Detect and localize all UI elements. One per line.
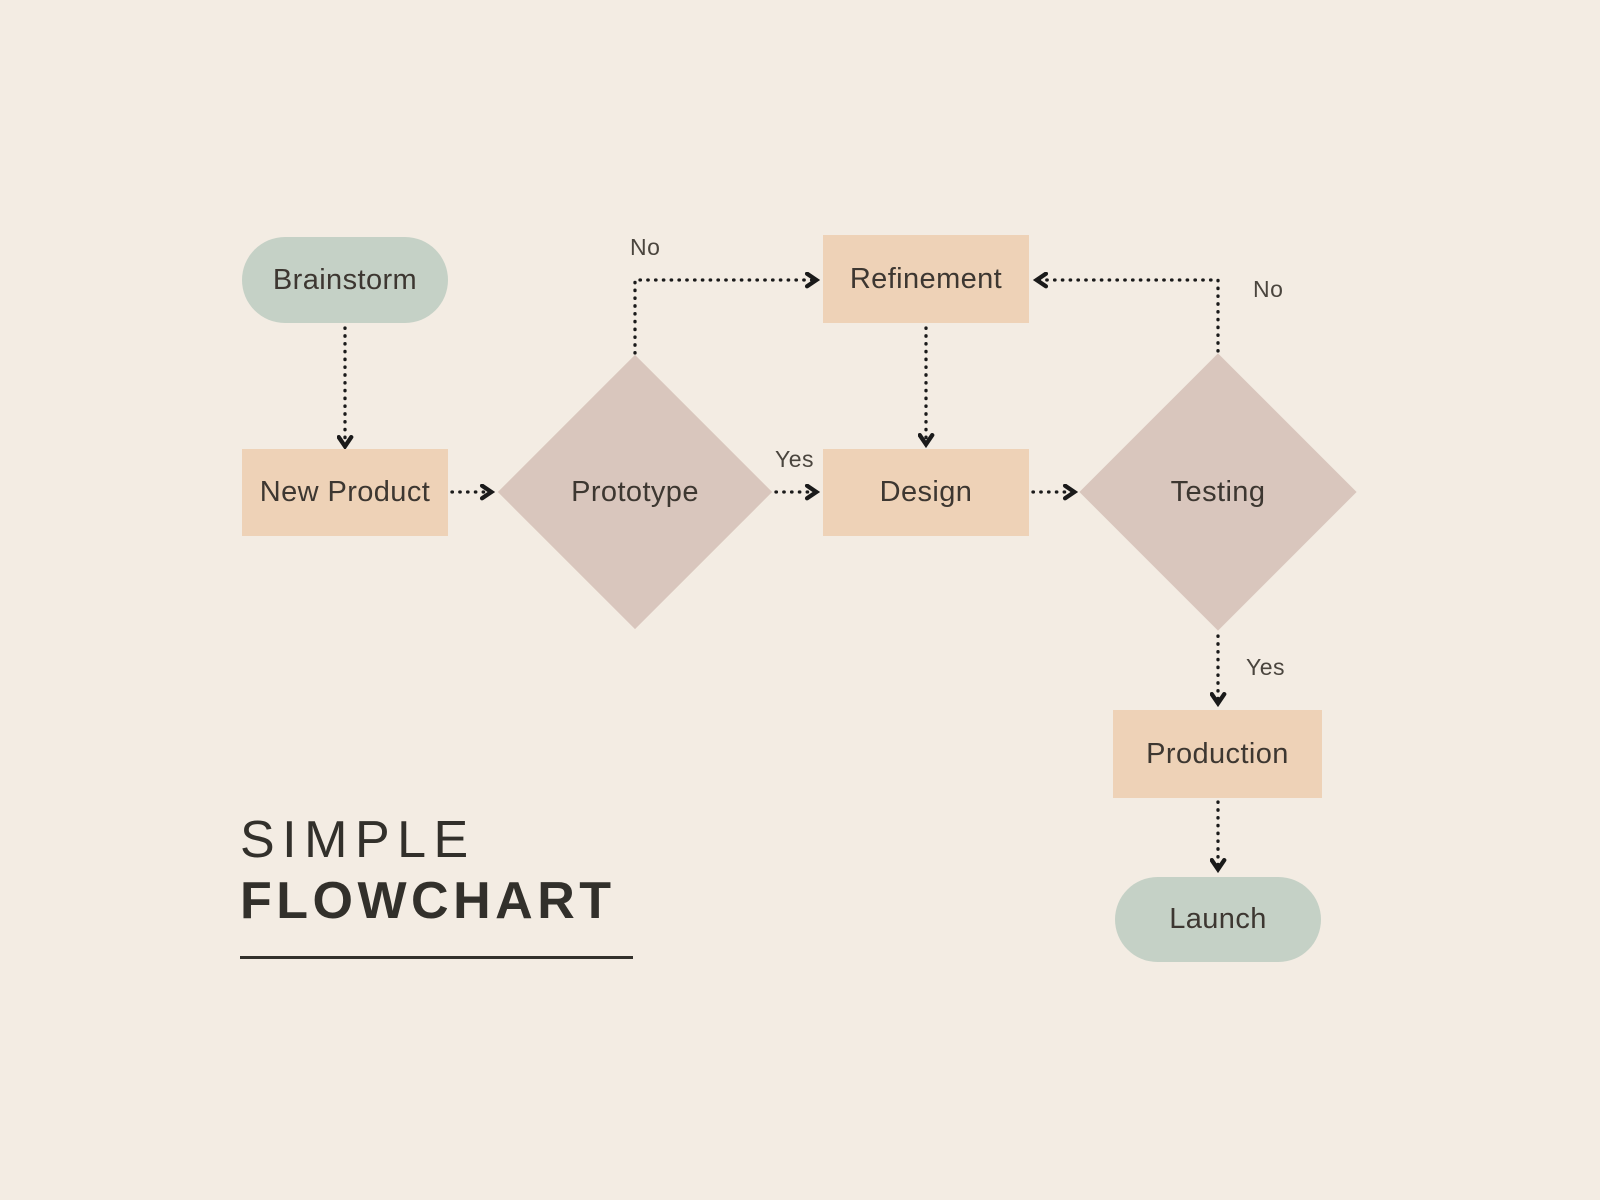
node-brainstorm[interactable]: Brainstorm <box>242 237 448 323</box>
title-line-flowchart: FLOWCHART <box>240 872 616 930</box>
node-testing-label: Testing <box>1170 475 1266 508</box>
node-refinement[interactable]: Refinement <box>823 235 1029 323</box>
edge-label-testing-no: No <box>1253 276 1284 302</box>
node-production-label: Production <box>1146 737 1289 770</box>
node-testing[interactable]: Testing <box>1079 353 1357 631</box>
title-underline <box>240 956 633 959</box>
node-launch[interactable]: Launch <box>1115 877 1321 962</box>
node-prototype-label: Prototype <box>571 475 699 508</box>
node-new-product-label: New Product <box>259 476 431 508</box>
node-launch-label: Launch <box>1169 903 1267 935</box>
edge-label-prototype-yes: Yes <box>775 446 815 472</box>
edge-prototype-refinement <box>633 280 816 355</box>
node-refinement-label: Refinement <box>849 262 1003 295</box>
edge-label-prototype-no: No <box>630 234 661 260</box>
node-design[interactable]: Design <box>823 449 1029 536</box>
node-new-product[interactable]: New Product <box>242 449 448 536</box>
node-prototype[interactable]: Prototype <box>497 354 773 630</box>
node-production[interactable]: Production <box>1113 710 1322 798</box>
edge-testing-refinement <box>1037 280 1220 353</box>
node-brainstorm-label: Brainstorm <box>272 263 418 296</box>
edge-label-testing-yes: Yes <box>1246 654 1286 680</box>
chart-title: SIMPLE FLOWCHART <box>240 814 616 927</box>
node-design-label: Design <box>879 476 973 508</box>
title-line-simple: SIMPLE <box>240 811 476 869</box>
